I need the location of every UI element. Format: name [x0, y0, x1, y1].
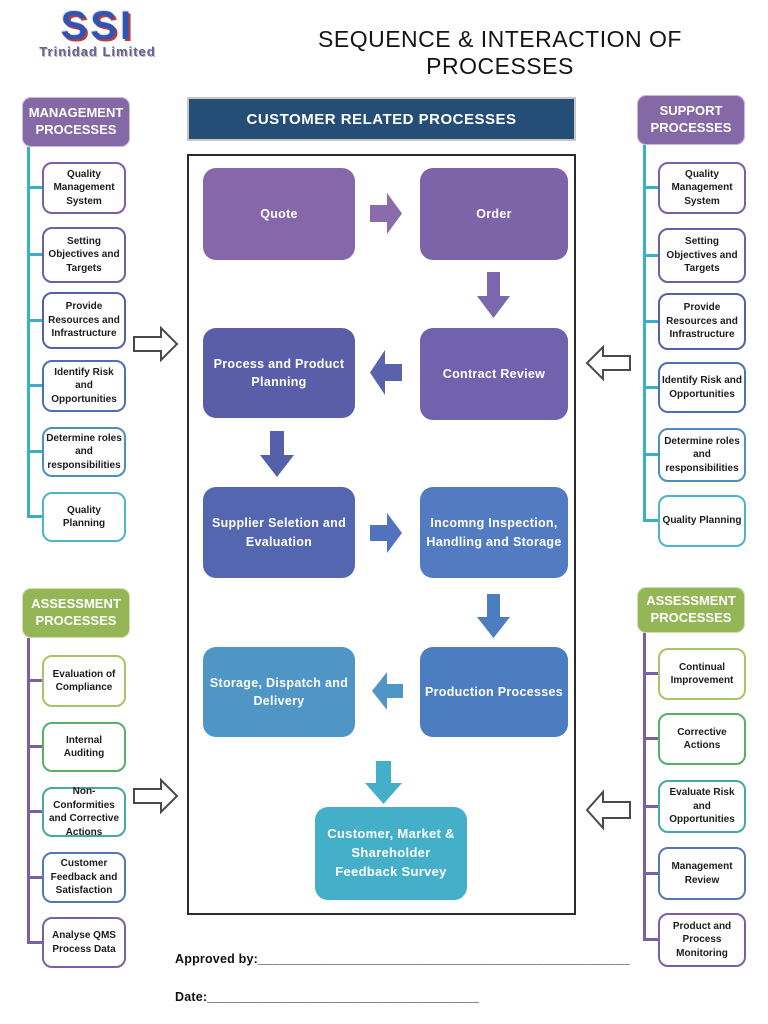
- connector-stub: [27, 745, 42, 748]
- assessment-left-item-evaluation-of-compliance: Evaluation of Compliance: [42, 655, 126, 707]
- support-item-identify-risk: Identify Risk and Opportunities: [658, 362, 746, 413]
- assessment-right-item-evaluate-risk: Evaluate Risk and Opportunities: [658, 780, 746, 833]
- arrow-left-icon: [372, 672, 403, 710]
- connector-stub: [27, 941, 42, 944]
- connector-stub: [27, 253, 42, 256]
- hollow-arrow-left-icon: [585, 344, 631, 382]
- arrow-down-icon: [477, 272, 510, 318]
- assessment-left-item-analyse-qms: Analyse QMS Process Data: [42, 917, 126, 968]
- connector-stub: [27, 515, 42, 518]
- support-item-determine-roles: Determine roles and responsibilities: [658, 428, 746, 482]
- flow-box-production-processes: Production Processes: [420, 647, 568, 737]
- management-processes-header: MANAGEMENT PROCESSES: [22, 97, 130, 147]
- connector-stub: [27, 810, 42, 813]
- assessment-right-connector-line: [643, 633, 646, 939]
- page-title: SEQUENCE & INTERACTION OF PROCESSES: [318, 26, 682, 79]
- connector-stub: [27, 450, 42, 453]
- assessment-left-item-customer-feedback: Customer Feedback and Satisfaction: [42, 852, 126, 903]
- arrow-down-icon: [365, 761, 402, 804]
- flow-box-incoming-inspection: Incomng Inspection, Handling and Storage: [420, 487, 568, 578]
- flow-box-supplier-selection: Supplier Seletion and Evaluation: [203, 487, 355, 578]
- customer-related-processes-header: CUSTOMER RELATED PROCESSES: [187, 97, 576, 141]
- support-item-provide-resources: Provide Resources and Infrastructure: [658, 293, 746, 350]
- connector-stub: [643, 672, 658, 675]
- management-item-quality-management-system: Quality Management System: [42, 162, 126, 214]
- assessment-left-header: ASSESSMENT PROCESSES: [22, 588, 130, 638]
- support-processes-header: SUPPORT PROCESSES: [637, 95, 745, 145]
- flow-box-process-product-planning: Process and Product Planning: [203, 328, 355, 418]
- hollow-arrow-right-icon: [133, 325, 179, 363]
- support-item-quality-planning: Quality Planning: [658, 495, 746, 547]
- connector-stub: [643, 872, 658, 875]
- management-item-identify-risk: Identify Risk and Opportunities: [42, 360, 126, 412]
- flow-box-quote: Quote: [203, 168, 355, 260]
- arrow-down-icon: [260, 431, 294, 477]
- assessment-right-item-product-process-monitoring: Product and Process Monitoring: [658, 913, 746, 967]
- logo-subtext: Trinidad Limited: [39, 44, 156, 59]
- management-item-determine-roles: Determine roles and responsibilities: [42, 427, 126, 477]
- management-item-quality-planning: Quality Planning: [42, 492, 126, 542]
- approved-by-line: Approved by:____________________________…: [175, 952, 630, 966]
- date-line: Date:___________________________________…: [175, 990, 480, 1004]
- flow-box-feedback-survey: Customer, Market & Shareholder Feedback …: [315, 807, 467, 900]
- assessment-left-item-internal-auditing: Internal Auditing: [42, 722, 126, 772]
- connector-stub: [27, 319, 42, 322]
- connector-stub: [27, 186, 42, 189]
- connector-stub: [643, 938, 658, 941]
- logo-text: SSI: [60, 4, 135, 48]
- assessment-left-item-non-conformities: Non-Conformities and Corrective Actions: [42, 786, 126, 838]
- arrow-down-icon: [477, 594, 510, 638]
- assessment-right-header: ASSESSMENT PROCESSES: [637, 587, 745, 633]
- arrow-left-icon: [370, 350, 402, 395]
- connector-stub: [643, 737, 658, 740]
- connector-stub: [643, 320, 658, 323]
- connector-stub: [643, 519, 658, 522]
- assessment-left-connector-line: [27, 638, 30, 943]
- company-logo: SSI Trinidad Limited: [30, 6, 165, 59]
- flow-box-contract-review: Contract Review: [420, 328, 568, 420]
- arrow-right-icon: [370, 193, 402, 234]
- hollow-arrow-right-icon: [133, 777, 179, 815]
- connector-stub: [643, 254, 658, 257]
- assessment-right-item-continual-improvement: Continual Improvement: [658, 648, 746, 700]
- support-connector-line: [643, 145, 646, 522]
- connector-stub: [643, 805, 658, 808]
- management-connector-line: [27, 147, 30, 518]
- management-item-provide-resources: Provide Resources and Infrastructure: [42, 292, 126, 349]
- connector-stub: [643, 386, 658, 389]
- flow-box-storage-dispatch: Storage, Dispatch and Delivery: [203, 647, 355, 737]
- connector-stub: [643, 453, 658, 456]
- flow-box-order: Order: [420, 168, 568, 260]
- support-item-setting-objectives: Setting Objectives and Targets: [658, 228, 746, 283]
- connector-stub: [27, 679, 42, 682]
- connector-stub: [27, 384, 42, 387]
- arrow-right-icon: [370, 513, 402, 553]
- assessment-right-item-management-review: Management Review: [658, 847, 746, 900]
- management-item-setting-objectives: Setting Objectives and Targets: [42, 227, 126, 283]
- connector-stub: [643, 186, 658, 189]
- assessment-right-item-corrective-actions: Corrective Actions: [658, 713, 746, 765]
- support-item-quality-management-system: Quality Management System: [658, 162, 746, 214]
- hollow-arrow-left-icon: [585, 789, 631, 831]
- connector-stub: [27, 876, 42, 879]
